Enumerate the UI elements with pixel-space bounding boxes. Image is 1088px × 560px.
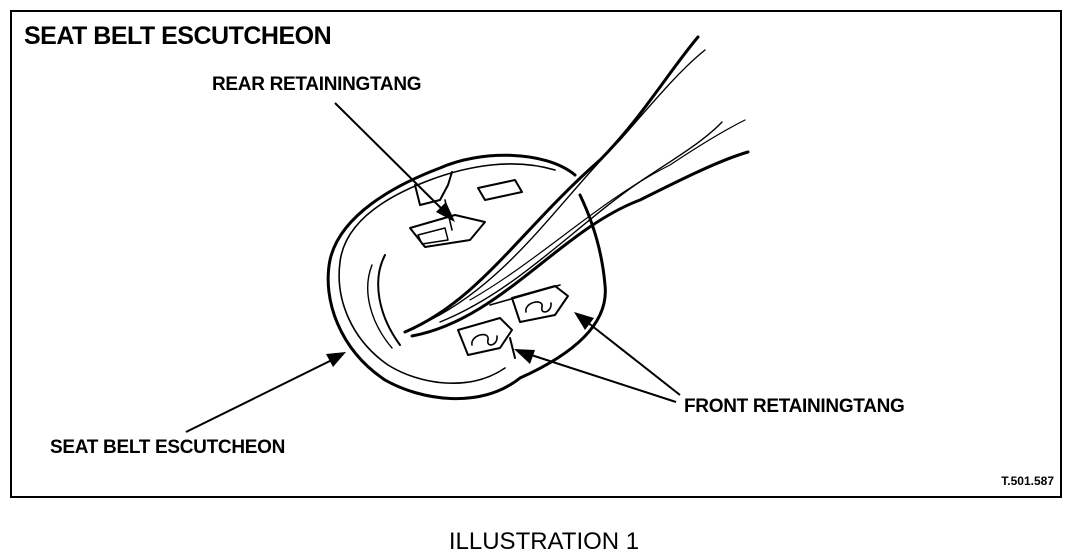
- front-tang-post: [509, 337, 516, 359]
- label-front-retaining-tang: FRONT RETAININGTANG: [684, 396, 905, 417]
- illustration-caption: ILLUSTRATION 1: [448, 528, 640, 555]
- escutcheon-groove: [377, 254, 401, 346]
- front-tang-ridge: [489, 284, 561, 306]
- leader-line-rear-tang: [334, 102, 449, 216]
- rear-tang-clip: [477, 179, 523, 201]
- escutcheon-inner-rim: [338, 163, 556, 384]
- leader-line-front-tang: [581, 317, 681, 396]
- arrowhead-icon: [326, 352, 346, 367]
- front-tang-s-mark: [525, 301, 552, 313]
- reference-code: T.501.587: [1001, 474, 1054, 488]
- arrowhead-icon: [574, 312, 594, 330]
- escutcheon-outline: [326, 153, 607, 401]
- label-seat-belt-escutcheon: SEAT BELT ESCUTCHEON: [50, 437, 286, 458]
- rear-tang-clip: [414, 171, 453, 206]
- illustration-frame: [10, 10, 1062, 498]
- arrowhead-icon: [436, 202, 455, 222]
- rear-tang-slot: [417, 227, 449, 245]
- seat-belt-webbing: [403, 35, 700, 334]
- seat-belt-webbing: [410, 150, 750, 338]
- arrowhead-icon: [514, 349, 535, 364]
- seat-belt-webbing: [469, 119, 746, 301]
- front-tang-s-mark: [471, 333, 498, 346]
- seat-belt-webbing: [439, 121, 723, 323]
- diagram-title: SEAT BELT ESCUTCHEON: [24, 22, 332, 50]
- leader-line-front-tang: [521, 351, 677, 403]
- escutcheon-groove: [367, 264, 393, 349]
- front-tang-body: [457, 317, 513, 356]
- seat-belt-webbing: [429, 49, 706, 321]
- label-rear-retaining-tang: REAR RETAININGTANG: [212, 74, 422, 95]
- leader-line-escutcheon: [185, 356, 339, 433]
